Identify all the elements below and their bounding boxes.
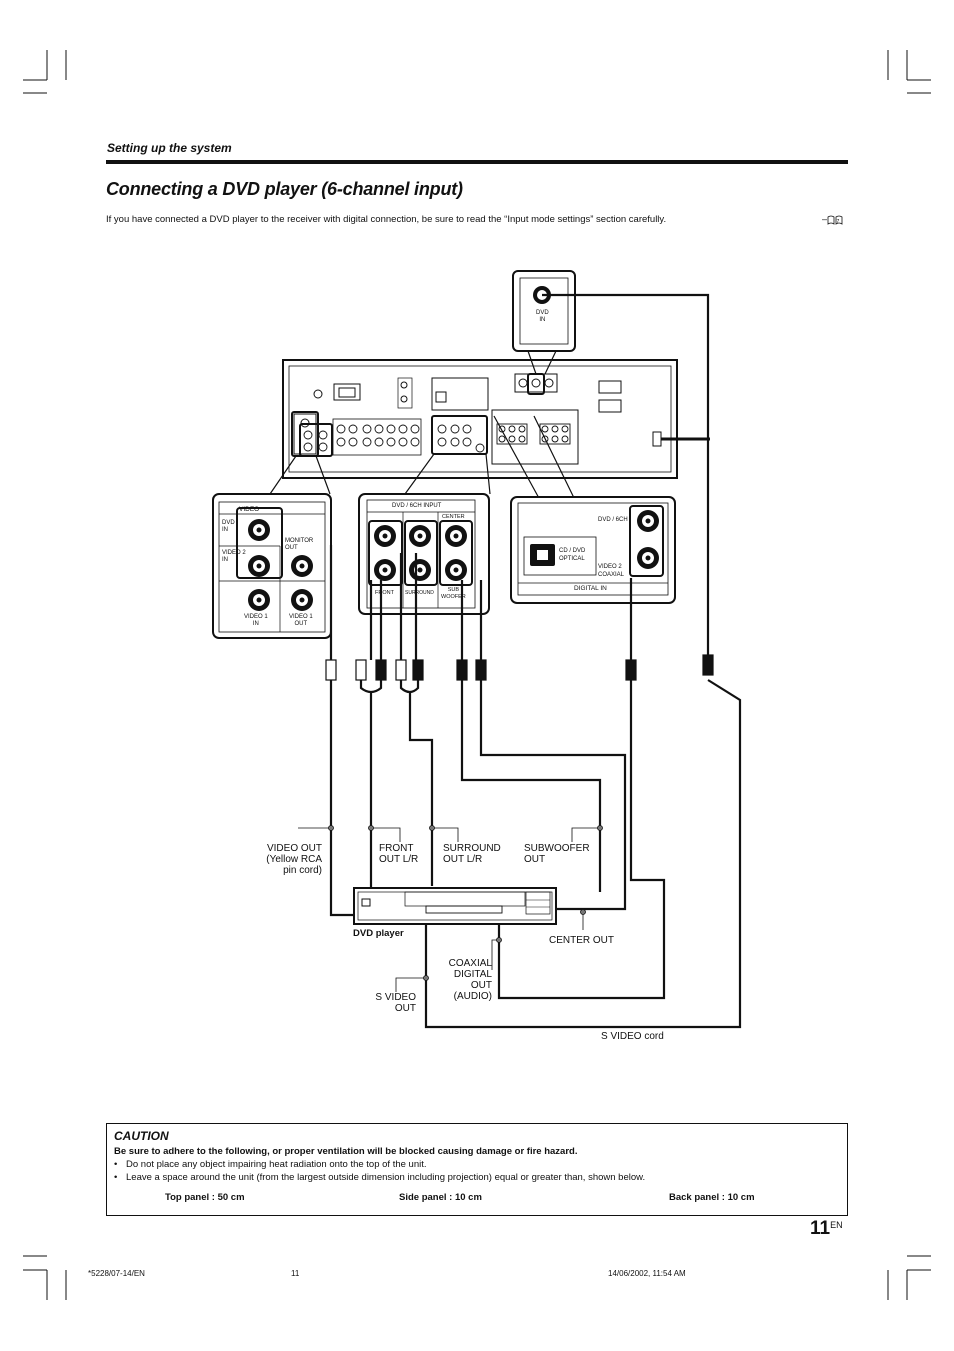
digital-dvd6ch-label: DVD / 6CH	[598, 517, 628, 523]
footer-page: 11	[291, 1269, 300, 1278]
caution-bullet: •Do not place any object impairing heat …	[114, 1159, 427, 1170]
digital-in-label: DIGITAL IN	[574, 585, 607, 592]
monitor-out-label: MONITOR OUT	[285, 538, 314, 551]
video1-in-label: VIDEO 1 IN	[244, 614, 268, 627]
page-number-value: 11	[810, 1218, 831, 1239]
digital-optical-label: CD / DVD OPTICAL	[559, 548, 586, 562]
inset-6ch	[358, 493, 490, 615]
video-inset-header: VIDEO	[239, 506, 260, 513]
page-title: Connecting a DVD player (6-channel input…	[106, 179, 463, 199]
caution-box	[106, 1123, 848, 1216]
footer-date: 14/06/2002, 11:54 AM	[608, 1269, 686, 1278]
caution-warning: Be sure to adhere to the following, or p…	[114, 1146, 578, 1157]
6ch-surround-label: SURROUND	[405, 590, 434, 596]
6ch-header: DVD / 6CH INPUT	[392, 503, 442, 509]
intro-text: If you have connected a DVD player to th…	[106, 214, 667, 225]
caution-bullet: •Leave a space around the unit (from the…	[114, 1172, 646, 1183]
reference-icon: –7	[822, 214, 843, 225]
video-dvd-in-label: DVD IN	[222, 520, 235, 533]
6ch-front-label: FRONT	[375, 590, 394, 596]
receiver-rear-panel	[282, 359, 710, 479]
front-out-label: FRONT OUT L/R	[379, 843, 419, 865]
header-rule	[106, 160, 848, 164]
side-panel-clearance: Side panel : 10 cm	[399, 1192, 482, 1203]
back-panel-clearance: Back panel : 10 cm	[669, 1192, 755, 1203]
inset-digital	[510, 496, 676, 604]
video2-in-label: VIDEO 2 IN	[222, 550, 246, 563]
subwoofer-out-label: SUBWOOFER OUT	[524, 843, 590, 865]
s-video-cord-label: S VIDEO cord	[601, 1031, 664, 1042]
dvd-player-label: DVD player	[353, 928, 404, 939]
6ch-center-label: CENTER	[442, 514, 465, 520]
inset-svideo	[512, 270, 576, 375]
caution-bullet-text: Do not place any object impairing heat r…	[126, 1159, 427, 1170]
ref-dash: –	[822, 214, 828, 224]
surround-out-label: SURROUND OUT L/R	[443, 843, 501, 865]
inset-video	[212, 493, 332, 639]
page-language: EN	[830, 1220, 843, 1230]
center-out-label: CENTER OUT	[549, 935, 614, 946]
section-label: Setting up the system	[107, 141, 232, 155]
6ch-sub-label: SUB WOOFER	[441, 587, 466, 600]
dvd-player-illustration	[353, 887, 557, 925]
video-out-label: VIDEO OUT (Yellow RCA pin cord)	[266, 843, 322, 876]
top-panel-clearance: Top panel : 50 cm	[165, 1192, 245, 1203]
dvd-in-top-label: DVD IN	[536, 310, 549, 323]
coaxial-out-label: COAXIAL DIGITAL OUT (AUDIO)	[448, 958, 492, 1002]
footer-code: *5228/07-14/EN	[88, 1269, 145, 1278]
caution-title: CAUTION	[114, 1129, 169, 1143]
caution-bullet-text: Leave a space around the unit (from the …	[126, 1172, 646, 1183]
video1-out-label: VIDEO 1 OUT	[289, 614, 313, 627]
s-video-out-label: S VIDEO OUT	[375, 992, 416, 1014]
digital-video2-coaxial-label: VIDEO 2 COAXIAL	[598, 564, 625, 578]
svg-text:7: 7	[837, 219, 840, 225]
page-number: 11EN	[810, 1218, 843, 1240]
